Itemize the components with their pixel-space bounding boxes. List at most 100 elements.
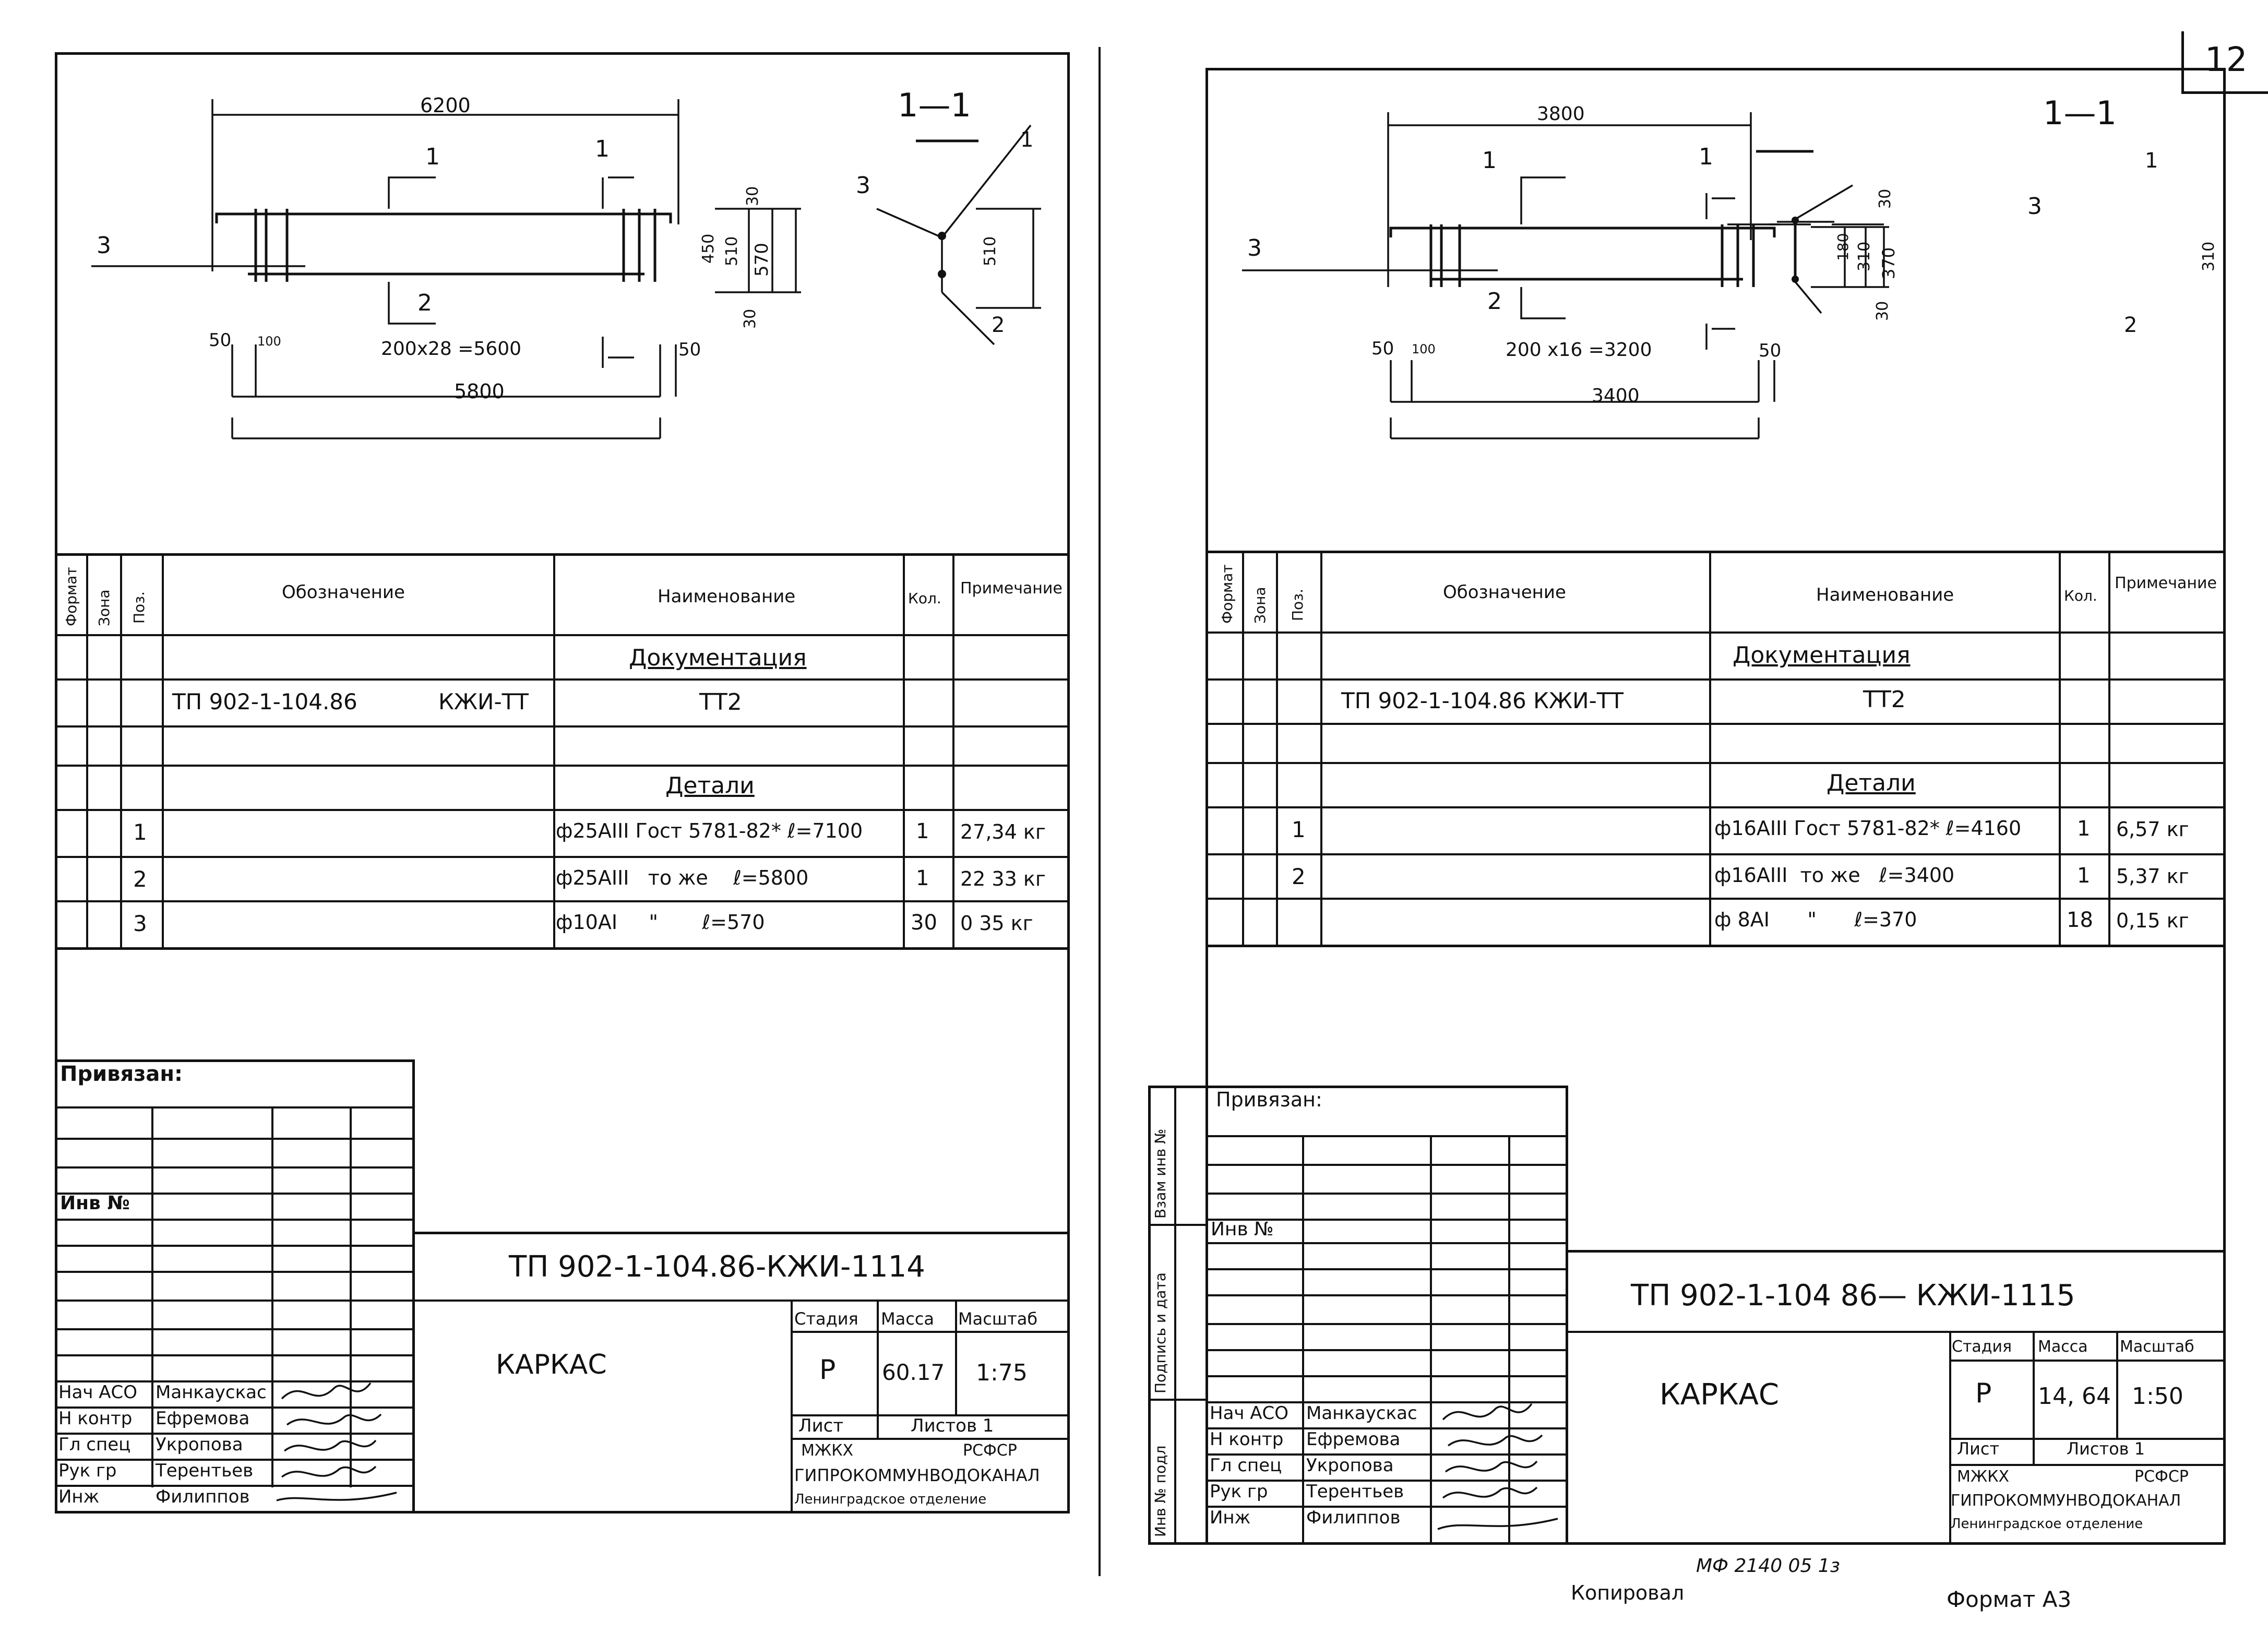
right-header-pos: Поз.	[1289, 589, 1306, 621]
right-row-3-note: 0,15 кг	[2116, 909, 2189, 932]
left-mark-1: 1	[425, 144, 440, 170]
left-inv-label: Инв №	[60, 1193, 130, 1214]
right-sheets-count: Листов 1	[2067, 1439, 2145, 1459]
right-role-1: Н контр	[1210, 1429, 1284, 1450]
right-row-1-name: ф16АIII Гост 5781-82* ℓ=4160	[1714, 817, 2022, 840]
right-mark-sec-1: 1	[2145, 149, 2158, 173]
left-role-3: Рук гр	[58, 1460, 117, 1481]
right-details-title: Детали	[1827, 770, 1916, 796]
right-row-1-note: 6,57 кг	[2116, 818, 2189, 841]
right-dim-spacing: 200 x16 =3200	[1506, 339, 1652, 361]
left-row-1-note: 27,34 кг	[960, 820, 1046, 843]
right-dim-first-step: 100	[1412, 342, 1436, 356]
right-drawing-code: ТП 902-1-104 86— КЖИ-1115	[1631, 1279, 2075, 1313]
right-mark-1: 1	[1482, 147, 1497, 174]
left-row-3-pos: 3	[133, 911, 147, 936]
right-inv-label: Инв №	[1211, 1219, 1274, 1240]
left-person-1: Ефремова	[156, 1408, 250, 1429]
right-dim-sec-top: 30	[1876, 188, 1894, 209]
left-sheets-count: Листов 1	[911, 1415, 994, 1436]
right-row-1-qty: 1	[2077, 817, 2091, 841]
left-dim-first-step: 100	[257, 334, 281, 349]
left-row-1-qty: 1	[916, 819, 929, 843]
right-side-label-1: Подпись и дата	[1152, 1272, 1169, 1393]
right-header-name: Наименование	[1816, 585, 1954, 605]
right-row-2-qty: 1	[2077, 864, 2091, 888]
right-org-1: МЖКХ	[1957, 1468, 2010, 1486]
right-row-2-note: 5,37 кг	[2116, 865, 2189, 888]
left-row-1-pos: 1	[133, 819, 147, 845]
left-person-2: Укропова	[156, 1434, 243, 1455]
right-item-title: КАРКАС	[1660, 1378, 1780, 1412]
right-signatures	[1437, 1403, 1558, 1530]
left-item-title: КАРКАС	[496, 1349, 607, 1380]
left-header-name: Наименование	[658, 586, 796, 607]
right-role-4: Инж	[1210, 1507, 1251, 1528]
left-org-1b: РСФСР	[963, 1441, 1017, 1460]
page-number: 12	[2205, 41, 2248, 79]
right-dim-overall: 3800	[1537, 103, 1585, 125]
left-row-2-qty: 1	[916, 866, 929, 890]
right-org-2: ГИПРОКОММУНВОДОКАНАЛ	[1951, 1492, 2181, 1510]
right-header-note: Примечание	[2115, 574, 2217, 592]
left-row-3-name: ф10АI " ℓ=570	[556, 911, 765, 934]
right-dim-sec-c: 370	[1879, 247, 1899, 279]
right-mass-label: Масса	[2038, 1338, 2088, 1356]
left-header-note: Примечание	[960, 579, 1063, 598]
left-org-1: МЖКХ	[801, 1441, 854, 1460]
left-row-2-note: 22 33 кг	[960, 867, 1046, 890]
left-details-title: Детали	[665, 772, 755, 799]
left-dim-sec2-b: 510	[981, 236, 999, 266]
right-mass-value: 14, 64	[2038, 1383, 2111, 1410]
left-role-0: Нач АСО	[58, 1382, 138, 1403]
left-mark-2: 2	[417, 290, 432, 316]
left-scale-value: 1:75	[976, 1360, 1028, 1386]
left-header-format: Формат	[63, 567, 80, 626]
right-person-2: Укропова	[1306, 1455, 1394, 1476]
right-org-1b: РСФСР	[2134, 1468, 2189, 1486]
right-rebar-drawing	[1242, 112, 1889, 439]
left-signatures	[276, 1382, 397, 1501]
left-mark-cut: 1	[595, 136, 610, 162]
right-doc-name: ТТ2	[1863, 686, 1906, 713]
left-dim-right-offset: 50	[678, 339, 701, 360]
right-stage-label: Стадия	[1952, 1338, 2012, 1356]
left-dim-length: 5800	[454, 380, 505, 403]
left-header-zone: Зона	[96, 589, 113, 626]
right-doc-designation: ТП 902-1-104.86 КЖИ-ТТ	[1341, 688, 1624, 713]
left-sheet-label: Лист	[798, 1415, 844, 1436]
right-mark-3: 3	[1247, 235, 1262, 261]
right-dim-length: 3400	[1592, 385, 1640, 407]
left-doc-code: КЖИ-ТТ	[438, 689, 529, 714]
right-row-3-qty: 18	[2067, 908, 2093, 932]
left-org-3: Ленинградское отделение	[794, 1492, 987, 1507]
right-header-format: Формат	[1219, 564, 1236, 624]
right-person-4: Филиппов	[1306, 1507, 1401, 1528]
left-privyazan-label: Привязан:	[60, 1062, 183, 1086]
left-role-2: Гл спец	[58, 1434, 131, 1455]
left-documentation-title: Документация	[629, 645, 807, 671]
right-header-designation: Обозначение	[1443, 582, 1566, 603]
left-dim-sec-top: 30	[744, 186, 762, 206]
left-doc-designation: ТП 902-1-104.86	[172, 689, 357, 714]
right-person-1: Ефремова	[1306, 1429, 1401, 1450]
left-dim-sec-bot: 30	[741, 308, 759, 329]
left-person-4: Филиппов	[156, 1486, 250, 1507]
left-dim-sec-a: 450	[699, 233, 718, 264]
left-header-designation: Обозначение	[282, 582, 405, 603]
right-privyazan-label: Привязан:	[1216, 1088, 1322, 1111]
left-dim-spacing: 200x28 =5600	[381, 338, 522, 360]
left-rebar-drawing	[91, 99, 1041, 439]
right-role-2: Гл спец	[1210, 1455, 1282, 1476]
right-side-label-2: Инв № подл	[1152, 1445, 1169, 1537]
right-scale-label: Масштаб	[2120, 1338, 2194, 1356]
left-doc-name: ТТ2	[699, 689, 742, 716]
right-section-label: 1—1	[2043, 94, 2117, 132]
right-header-zone: Зона	[1251, 587, 1269, 624]
right-dim-right-offset: 50	[1759, 340, 1782, 361]
left-section-label: 1—1	[898, 86, 971, 124]
right-sheet-label: Лист	[1957, 1439, 2000, 1459]
left-org-2: ГИПРОКОММУНВОДОКАНАЛ	[794, 1465, 1040, 1485]
right-dim-left-offset: 50	[1371, 338, 1394, 359]
right-role-0: Нач АСО	[1210, 1403, 1289, 1424]
